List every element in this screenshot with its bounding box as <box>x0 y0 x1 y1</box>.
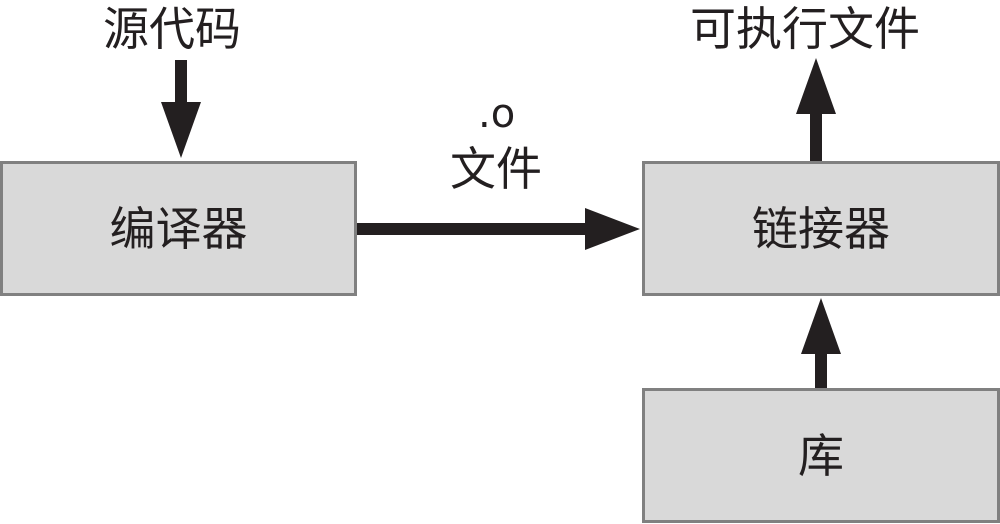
library-node: 库 <box>642 388 1000 523</box>
arrow-compiler-to-linker <box>357 208 640 250</box>
library-node-label: 库 <box>798 428 844 483</box>
linker-node: 链接器 <box>642 161 1000 296</box>
object-file-label: 文件 <box>450 142 542 196</box>
arrow-source-to-compiler <box>161 60 201 158</box>
arrow-library-to-linker <box>801 298 841 388</box>
source-code-label: 源代码 <box>103 2 241 56</box>
arrow-linker-to-executable <box>796 58 836 161</box>
compiler-node: 编译器 <box>0 161 357 296</box>
compiler-node-label: 编译器 <box>109 201 248 256</box>
object-file-extension-label: .o <box>478 91 516 137</box>
executable-file-label: 可执行文件 <box>690 2 920 56</box>
linker-node-label: 链接器 <box>752 201 890 256</box>
